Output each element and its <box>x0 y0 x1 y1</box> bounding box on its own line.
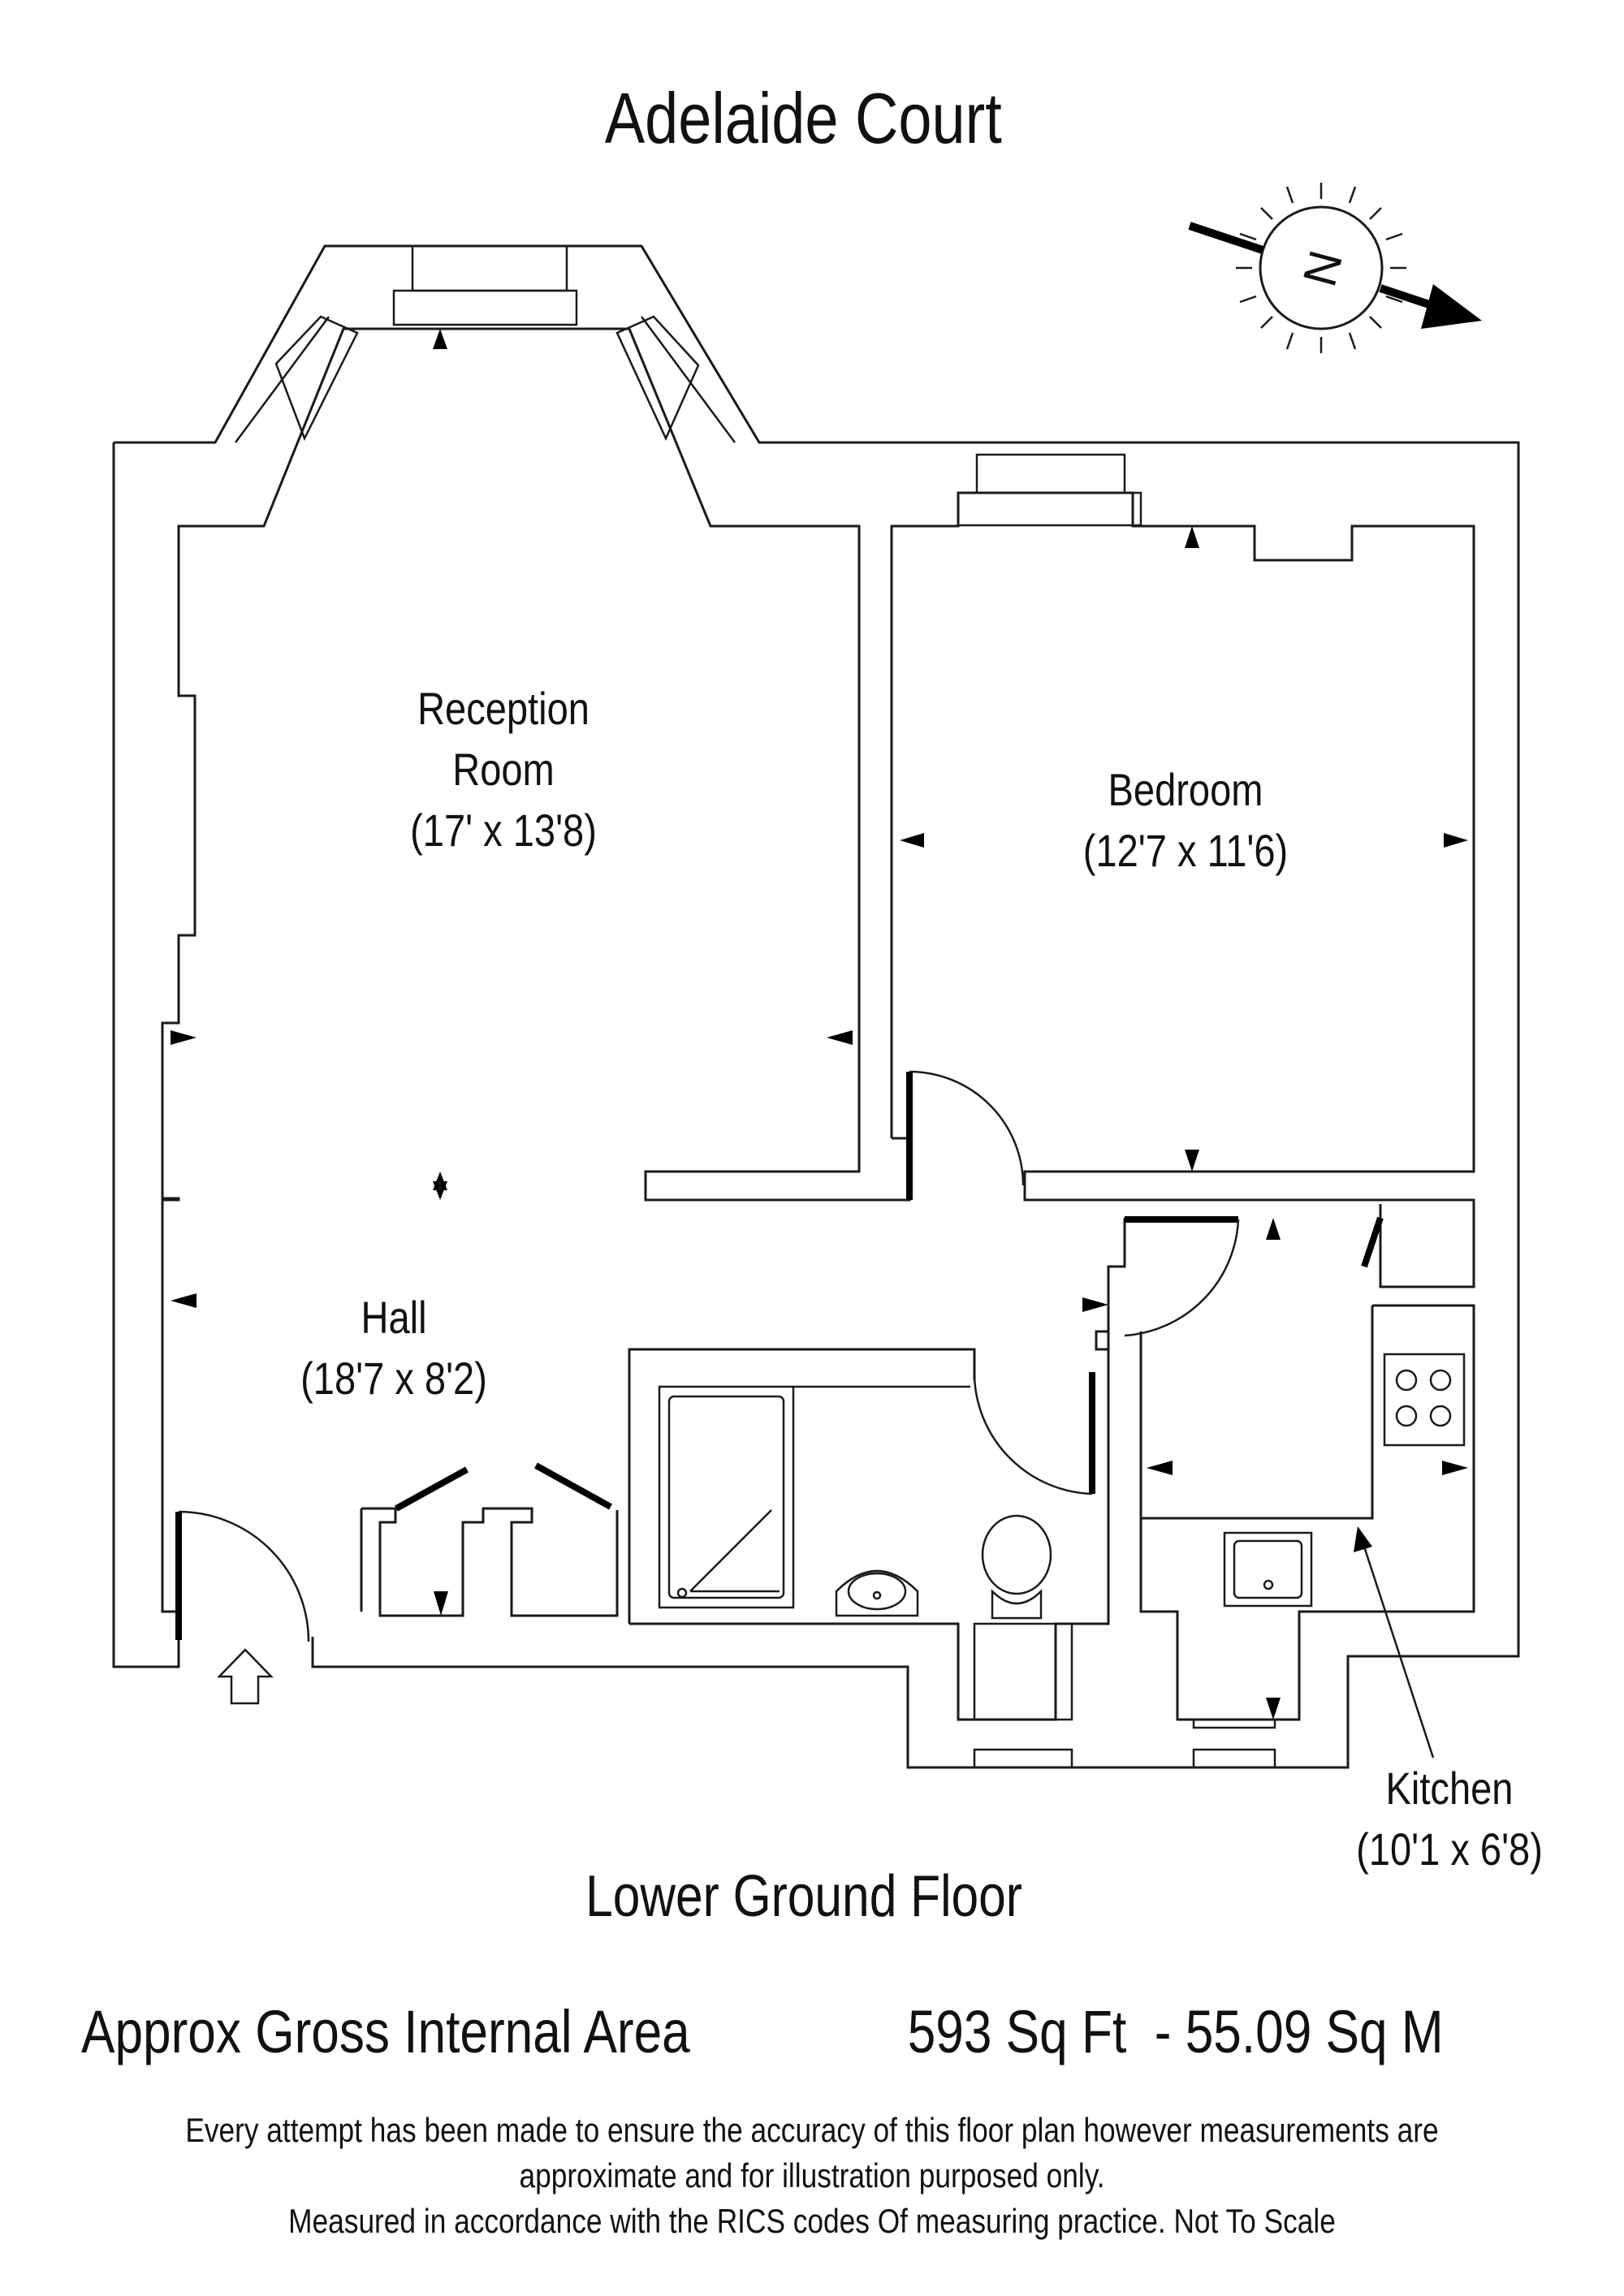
reception-size: (17' x 13'8) <box>410 805 597 856</box>
floor-name: Lower Ground Floor <box>585 1864 1022 1929</box>
kitchen-label: Kitchen <box>1385 1763 1514 1814</box>
outer-walls <box>112 244 1520 1769</box>
disclaimer-line2: approximate and for illustration purpose… <box>519 2156 1105 2195</box>
dimension-arrow-icon <box>171 329 1468 1759</box>
basin-icon <box>835 1569 919 1617</box>
plan-title: Adelaide Court <box>604 78 1002 158</box>
area-value: 593 Sq Ft - 55.09 Sq M <box>908 1998 1444 2065</box>
hall-size: (18'7 x 8'2) <box>300 1353 487 1404</box>
reception-label-line2: Room <box>452 744 555 795</box>
bedroom-label: Bedroom <box>1108 764 1263 815</box>
doors <box>175 1070 1384 1642</box>
toilet-icon <box>981 1514 1052 1620</box>
shower-tray-icon <box>658 1385 970 1609</box>
reception-label-line1: Reception <box>417 683 590 734</box>
interior-walls <box>161 244 1475 1769</box>
disclaimer-line3: Measured in accordance with the RICS cod… <box>288 2202 1336 2240</box>
disclaimer-line1: Every attempt has been made to ensure th… <box>185 2111 1439 2149</box>
entrance-arrow-icon <box>217 1648 274 1705</box>
area-label: Approx Gross Internal Area <box>81 1998 690 2065</box>
bedroom-size: (12'7 x 11'6) <box>1082 825 1289 876</box>
kitchen-size: (10'1 x 6'8) <box>1356 1823 1543 1875</box>
sink-icon <box>1223 1531 1313 1608</box>
north-compass-icon: N <box>1188 183 1482 353</box>
hall-label: Hall <box>361 1292 427 1343</box>
hob-icon <box>1383 1353 1466 1447</box>
